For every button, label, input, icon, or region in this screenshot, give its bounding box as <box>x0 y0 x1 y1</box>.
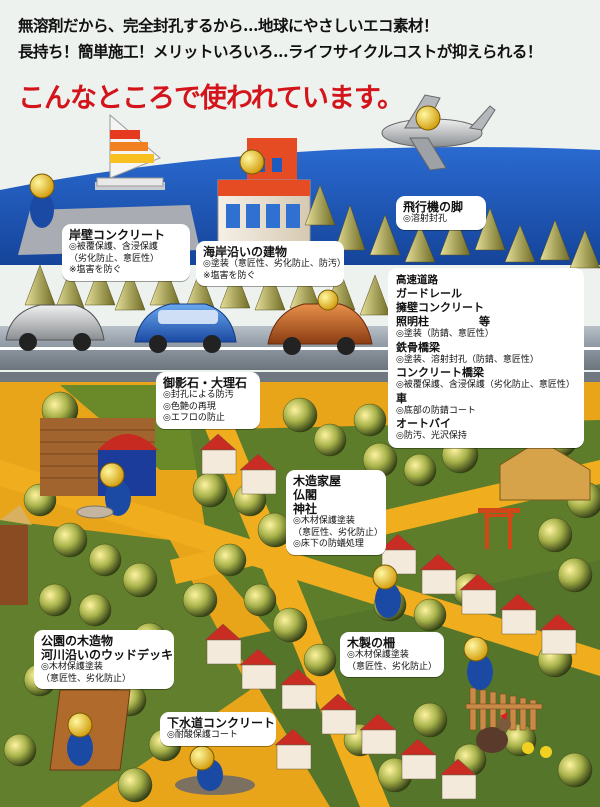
callout-coastal-building: 海岸沿いの建物 ◎塗装（意匠性、劣化防止、防汚） ※塩害を防ぐ <box>196 241 346 286</box>
callout-line: ◎エフロの防止 <box>163 413 225 423</box>
rooster <box>476 712 552 758</box>
callout-line: ※塩害を防ぐ <box>69 265 122 275</box>
mascot-fence <box>463 636 493 690</box>
callout-granite: 御影石・大理石 ◎封孔による防汚 ◎色艶の再現 ◎エフロの防止 <box>156 372 260 429</box>
callout-item: 擁壁コンクリート <box>396 301 484 314</box>
callout-title: 飛行機の脚 <box>403 200 464 214</box>
callout-line: ◎木材保護塗装 <box>347 650 409 660</box>
callout-line: ◎塗装（防錆、意匠性） <box>396 329 494 339</box>
callout-line: ◎耐酸保護コート <box>167 730 238 740</box>
headline-line1: 無溶剤だから、完全封孔するから…地球にやさしいエコ素材！ <box>18 16 439 35</box>
callout-title: 木造家屋 <box>293 474 342 488</box>
mascot-granite <box>76 462 131 519</box>
callout-line: ◎底部の防錆コート <box>396 405 476 416</box>
mascot-sewer <box>189 745 223 791</box>
wooden-fence <box>465 687 543 731</box>
callout-item: オートバイ <box>396 417 451 430</box>
airplane <box>381 94 496 171</box>
headline-line2: 長持ち！簡単施工！メリットいろいろ…ライフサイクルコストが抑えられる！ <box>18 42 542 61</box>
car-blue <box>134 303 237 353</box>
callout-item: コンクリート橋梁 <box>396 366 484 379</box>
callout-line: ◎塗装（意匠性、劣化防止、防汚） <box>203 259 346 269</box>
callout-title: 海岸沿いの建物 <box>203 245 288 259</box>
callout-line: ◎封孔による防汚 <box>163 390 234 400</box>
callout-airplane: 飛行機の脚 ◎溶射封孔 <box>396 196 486 230</box>
section-heading: こんなところで使われています。 <box>18 83 404 114</box>
mascot-park <box>67 712 93 766</box>
callout-heading: 高速道路 <box>396 274 438 286</box>
callout-sewer: 下水道コンクリート ◎耐酸保護コート <box>160 712 276 746</box>
mascot-wooden-house <box>372 564 401 618</box>
callout-title: 神社 <box>293 502 318 516</box>
callout-line: ◎被覆保護、含浸保護 <box>69 242 158 252</box>
callout-title: 岸壁コンクリート <box>69 228 166 242</box>
callout-title: 河川沿いのウッドデッキ <box>41 648 174 662</box>
temple <box>0 505 32 605</box>
callout-item: 車 <box>396 391 407 405</box>
sailboat <box>96 113 164 187</box>
callout-line: ◎色艶の再現 <box>163 401 216 412</box>
callout-title: 仏閣 <box>293 488 318 502</box>
callout-line: ◎防汚、光沢保持 <box>396 431 467 441</box>
callout-title: 公園の木造物 <box>41 634 114 648</box>
callout-title: 御影石・大理石 <box>163 376 248 390</box>
mascot-coastal <box>239 149 265 175</box>
houses <box>199 433 577 800</box>
callout-line: ◎溶射封孔 <box>403 214 447 224</box>
callout-park: 公園の木造物 河川沿いのウッドデッキ ◎木材保護塗装 （意匠性、劣化防止） <box>34 630 174 689</box>
callout-highway: 高速道路 ガードレール 擁壁コンクリート 照明柱 等 ◎塗装（防錆、意匠性） 鉄… <box>388 268 584 448</box>
callout-item: 鉄骨橋梁 <box>396 340 440 354</box>
callout-line: （意匠性、劣化防止） <box>41 673 132 684</box>
callout-line: （劣化防止、意匠性） <box>69 253 160 264</box>
callout-item: 照明柱 <box>396 315 429 328</box>
callout-line: （意匠性、劣化防止） <box>347 661 438 672</box>
callout-title: 木製の柵 <box>347 636 396 650</box>
callout-line: ◎木材保護塗装 <box>41 662 103 672</box>
callout-line: （意匠性、劣化防止） <box>293 527 384 538</box>
callout-title: 下水道コンクリート <box>167 716 276 730</box>
callout-line: ◎床下の防蟻処理 <box>293 539 364 549</box>
callout-line: ◎被覆保護、含浸保護（劣化防止、意匠性） <box>396 380 575 390</box>
callout-line: ※塩害を防ぐ <box>203 270 256 281</box>
car-brown <box>267 289 373 355</box>
callout-item: ガードレール <box>396 287 462 300</box>
callout-line: ◎木材保護塗装 <box>293 516 355 526</box>
stone-building <box>40 418 158 496</box>
callout-etc: 等 <box>479 315 490 328</box>
callout-fence: 木製の柵 ◎木材保護塗装 （意匠性、劣化防止） <box>340 632 444 677</box>
mascot-seawall <box>29 173 55 228</box>
callout-line: ◎塗装、溶射封孔（防錆、意匠性） <box>396 354 539 365</box>
car-silver <box>5 304 105 351</box>
callout-wooden-house: 木造家屋 仏閣 神社 ◎木材保護塗装 （意匠性、劣化防止） ◎床下の防蟻処理 <box>286 470 386 555</box>
callout-seawall: 岸壁コンクリート ◎被覆保護、含浸保護 （劣化防止、意匠性） ※塩害を防ぐ <box>62 224 190 281</box>
